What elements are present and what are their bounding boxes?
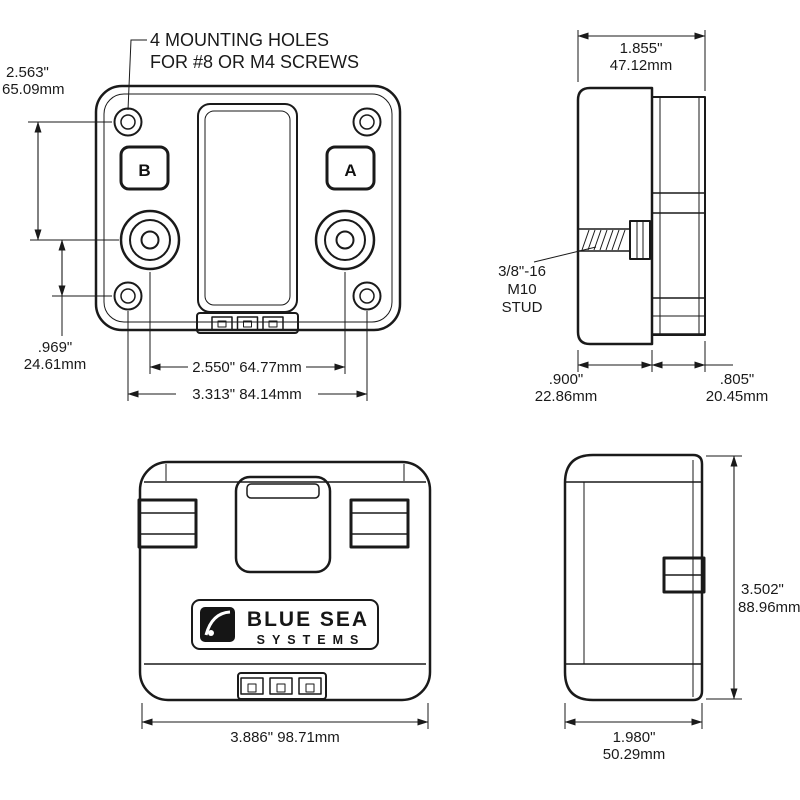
dim-stud-spacing-label: 2.550" 64.77mm [192,359,302,376]
stud-note-line1: 3/8"-16 [498,263,546,280]
dim-depth-front: .900" 22.86mm [535,350,653,405]
mounting-holes-note-line1: 4 MOUNTING HOLES [150,30,329,50]
dim-hole-spacing: 3.313" 84.14mm [127,311,368,403]
dim-depth-rear-mm: 20.45mm [706,388,769,405]
cover-terminal-strip [237,672,327,700]
dim-depth-rear-in: .805" [720,371,755,388]
button-b-label: B [138,161,150,180]
dim-side-total-depth: 1.855" 47.12mm [577,30,706,91]
side-view [576,86,706,346]
dim-front-height-in: 2.563" [6,64,49,81]
side-back-block [651,96,706,336]
brand-plate: BLUE SEA SYSTEMS [191,599,379,650]
button-b: B [119,145,170,191]
dim-depth-front-in: .900" [549,371,584,388]
mounting-holes-leader-line [127,39,147,111]
stud-nut [629,220,651,260]
stud-annotation: 3/8"-16 M10 STUD [498,246,597,316]
cover-front-view: BLUE SEA SYSTEMS [137,460,432,702]
stud-left [119,209,181,271]
button-a: A [325,145,376,191]
cover-tab-left [137,498,198,549]
brand-name-line1: BLUE SEA [247,608,369,631]
dim-hole-spacing-label: 3.313" 84.14mm [192,386,302,403]
mounting-holes-annotation: 4 MOUNTING HOLES FOR #8 OR M4 SCREWS [127,30,359,111]
threaded-stud [577,220,651,260]
stud-right [314,209,376,271]
dim-front-height: 2.563" 65.09mm [2,64,119,241]
dim-cover-width-label: 3.886" 98.71mm [230,729,340,746]
front-view: B A [94,84,402,334]
dim-front-height-mm: 65.09mm [2,81,65,98]
cover-tab-right [349,498,410,549]
terminal-strip [196,312,299,334]
stud-leader-line [533,246,597,263]
mounting-holes-note-line2: FOR #8 OR M4 SCREWS [150,52,359,72]
cover-center-recess [234,475,332,574]
dim-depth-rear: .805" 20.45mm [651,341,769,405]
dim-cover-height-in: 3.502" [741,581,784,598]
dim-cover-depth-mm: 50.29mm [603,746,666,763]
dim-depth-front-mm: 22.86mm [535,388,598,405]
cover-side-outline [563,453,704,702]
brand-logo-icon [200,607,235,642]
side-mount-tab-upper [651,192,706,214]
mounting-hole-top-right [352,107,382,137]
dim-cover-width: 3.886" 98.71mm [141,703,429,746]
stud-note-line2: M10 [507,281,536,298]
thread-hatching [581,229,626,251]
dim-stud-offset-mm: 24.61mm [24,356,87,373]
brand-name-line2: SYSTEMS [257,633,366,647]
dim-stud-offset: .969" 24.61mm [24,239,112,373]
dim-side-total-mm: 47.12mm [610,57,673,74]
button-a-label: A [344,161,356,180]
dim-cover-depth: 1.980" 50.29mm [564,703,703,763]
dim-stud-spacing: 2.550" 64.77mm [149,272,346,376]
stud-note-line3: STUD [502,299,543,316]
side-body-outline [576,86,654,346]
front-body-inner-line [103,93,393,323]
center-panel [197,103,298,313]
dim-cover-depth-in: 1.980" [613,729,656,746]
dim-side-total-in: 1.855" [620,40,663,57]
cover-side-view [563,453,706,702]
dim-cover-height-mm: 88.96mm [738,599,800,616]
mounting-hole-bottom-left [113,281,143,311]
mounting-hole-bottom-right [352,281,382,311]
cover-side-tab [662,556,706,594]
dim-cover-height: 3.502" 88.96mm [706,455,800,700]
center-panel-inner [204,110,291,306]
mounting-hole-top-left [113,107,143,137]
dim-stud-offset-in: .969" [38,339,73,356]
